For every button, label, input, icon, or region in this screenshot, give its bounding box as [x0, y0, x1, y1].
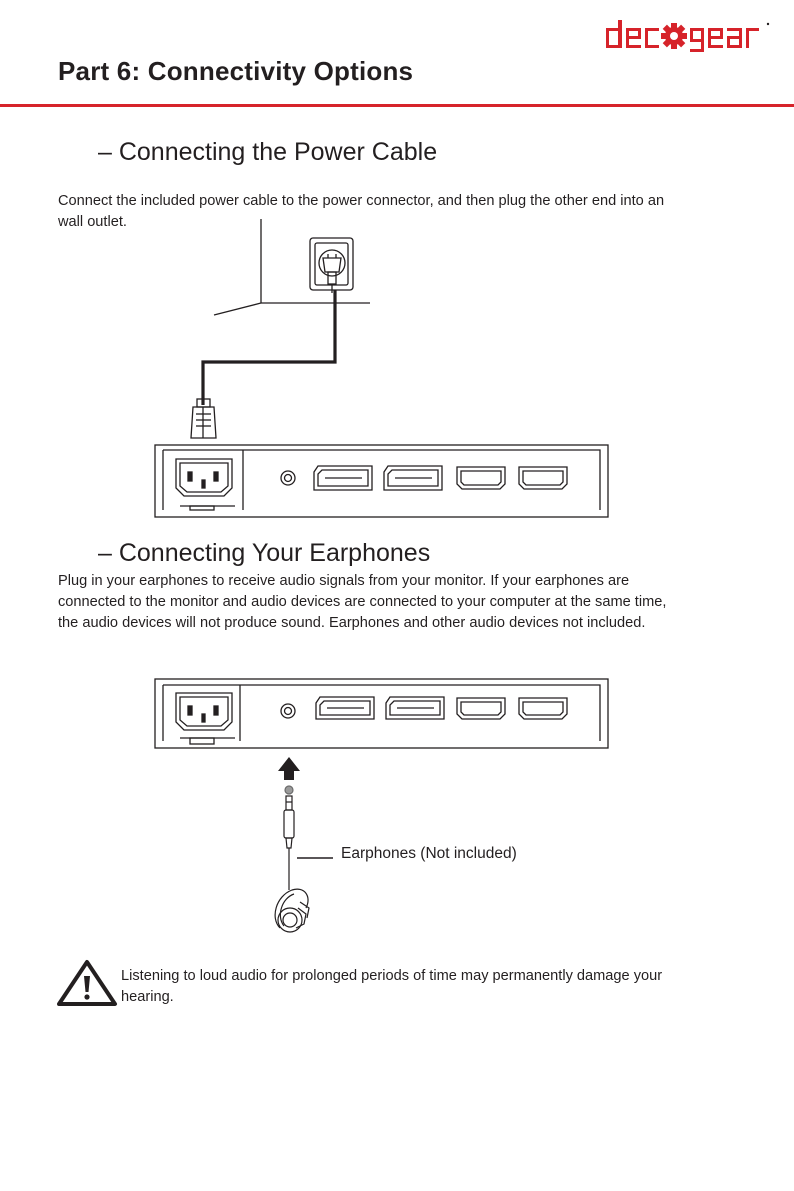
body-line: connected to the monitor and audio devic…: [58, 594, 667, 610]
header-divider: [0, 104, 794, 107]
brand-logo: [606, 20, 770, 52]
body-line: the audio devices will not produce sound…: [58, 615, 646, 631]
earphones-callout-label: Earphones (Not included): [341, 845, 517, 862]
body-line: Connect the included power cable to the …: [58, 193, 665, 209]
body-line: wall outlet.: [58, 214, 127, 230]
section-body-earphones: Plug in your earphones to receive audio …: [58, 571, 758, 634]
body-line: Plug in your earphones to receive audio …: [58, 573, 630, 589]
section-heading-power: – Connecting the Power Cable: [98, 138, 438, 166]
section-body-power: Connect the included power cable to the …: [58, 191, 758, 233]
warning-text: Listening to loud audio for prolonged pe…: [121, 966, 761, 1008]
page-title: Part 6: Connectivity Options: [58, 56, 414, 86]
gear-icon: [661, 23, 687, 49]
insert-arrow-icon: [278, 757, 300, 780]
monitor-port-panel: [154, 444, 609, 518]
warning-triangle-icon: [57, 960, 117, 1006]
monitor-port-panel: [154, 678, 609, 749]
warning-line: Listening to loud audio for prolonged pe…: [121, 968, 663, 984]
warning-line: hearing.: [121, 989, 174, 1005]
section-heading-earphones: – Connecting Your Earphones: [98, 539, 431, 567]
